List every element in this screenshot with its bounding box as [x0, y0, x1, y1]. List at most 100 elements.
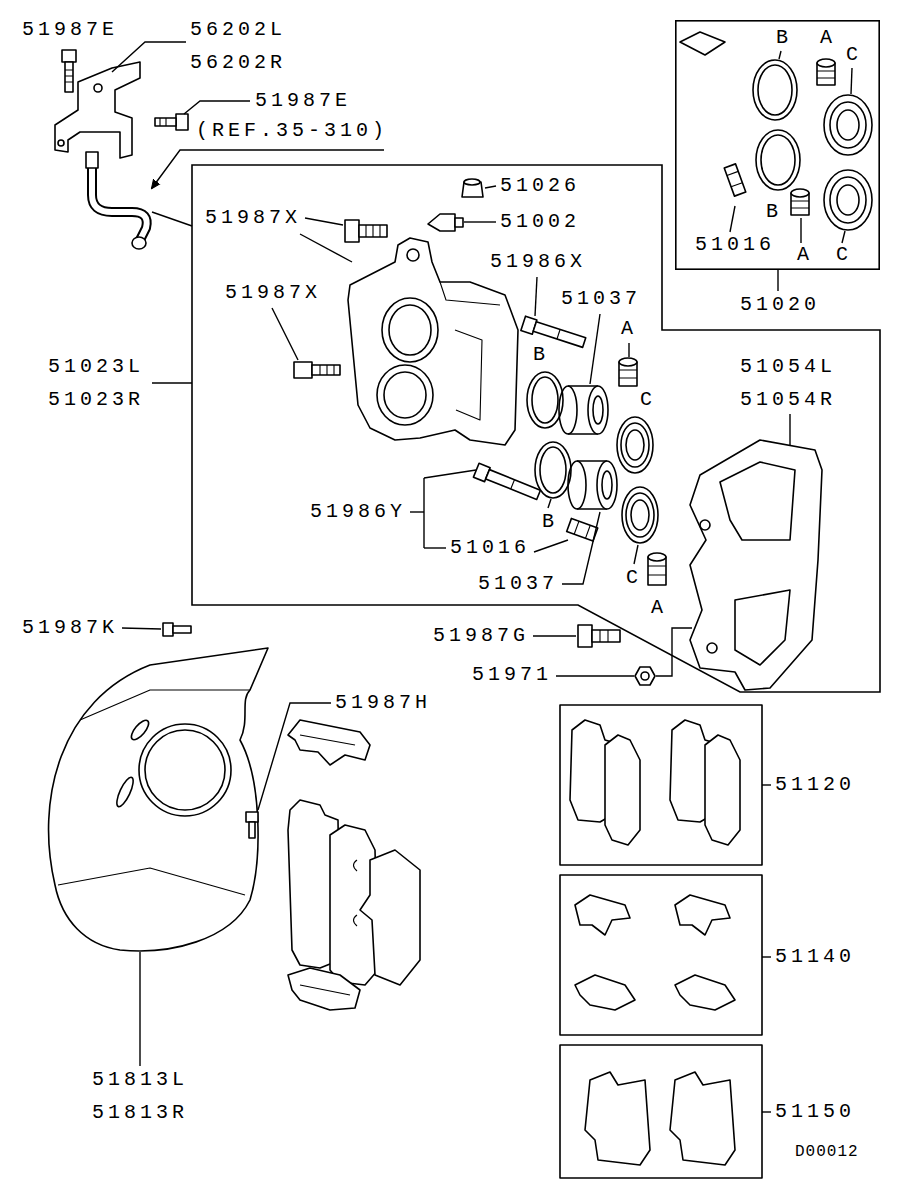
brake-hose: [86, 152, 98, 168]
piston-boot: [830, 102, 866, 148]
callout-number: 51986Y: [310, 500, 406, 524]
dust-shield: [114, 775, 137, 808]
pin-boot: [791, 201, 809, 208]
guide-pin: [486, 470, 541, 500]
dowel: [724, 164, 746, 196]
outline-border: [192, 165, 880, 692]
bolt: [359, 225, 387, 237]
guide-pin: [511, 480, 515, 489]
leader-line: [139, 952, 140, 1066]
dust-shield: [49, 648, 268, 951]
piston-seal: [753, 60, 800, 190]
callout-number: 51971: [472, 663, 552, 687]
dust-shield: [58, 690, 250, 895]
bolt: [155, 118, 176, 126]
piston-seal: [758, 65, 792, 115]
callout-number: 51987X: [225, 281, 321, 305]
pad-clip: [300, 985, 350, 995]
caliper-support: [735, 590, 790, 665]
piston-seal: [527, 372, 571, 498]
piston: [588, 386, 608, 434]
pad-set: [605, 735, 640, 845]
caliper-body: [440, 282, 500, 420]
clip-set: [675, 895, 730, 935]
dowel: [574, 521, 590, 538]
brake-hose: [92, 165, 147, 240]
piston-boot: [626, 493, 654, 537]
shim-set: [585, 1072, 650, 1165]
guide-pin: [473, 463, 541, 502]
callout-number: A: [797, 243, 813, 267]
dowel: [567, 518, 598, 541]
leader-line: [562, 512, 600, 584]
bolt: [366, 225, 380, 237]
bolt: [163, 623, 191, 636]
leader-line: [548, 499, 551, 508]
callout-number: 51987G: [433, 624, 529, 648]
pin-boot: [619, 358, 637, 366]
leader-line: [556, 675, 634, 676]
piston-seal: [761, 135, 795, 185]
piston-boot: [824, 95, 872, 155]
pin-boot: [817, 59, 835, 67]
callout-number: 56202L: [190, 18, 286, 42]
leader-line: [762, 1111, 771, 1112]
guide-pin: [557, 330, 560, 340]
leader-line: [851, 68, 852, 94]
bolt: [600, 630, 608, 642]
callout-number: 51813L: [92, 1068, 188, 1092]
bolt: [320, 365, 334, 375]
leader-line: [272, 308, 298, 360]
guide-pin: [521, 316, 587, 350]
pad-clip: [300, 735, 355, 745]
leader-line: [424, 547, 446, 548]
bolt: [578, 625, 620, 647]
leader-line: [800, 218, 801, 243]
kit-frame: [560, 875, 762, 1035]
bolt: [312, 365, 340, 375]
leader-line: [535, 277, 537, 316]
pin-boot: [619, 370, 637, 378]
kit-frame: [560, 1045, 762, 1178]
brake-hose: [132, 237, 146, 249]
dust-shield: [128, 718, 151, 743]
callout-number: 51120: [775, 773, 855, 797]
leader-line: [423, 478, 424, 548]
piston-boot: [622, 487, 658, 543]
bolt: [294, 362, 340, 378]
leader-line: [789, 414, 790, 446]
shim-set: [670, 1072, 735, 1165]
piston-boot: [837, 110, 859, 140]
callout-number: 51023R: [48, 388, 144, 412]
clip-set: [575, 895, 735, 1010]
leader-line: [152, 212, 192, 226]
callout-number: 56202R: [190, 51, 286, 75]
callout-number: 51987X: [205, 206, 301, 230]
pin-boot: [817, 71, 835, 78]
pad-clip: [288, 720, 370, 765]
callout-number: 51987E: [22, 18, 118, 42]
caliper-body: [389, 305, 431, 355]
callout-number: 51054R: [740, 388, 836, 412]
bolt: [249, 822, 255, 838]
leader-line: [184, 101, 250, 114]
leader-line: [112, 42, 852, 1112]
callout-number: A: [621, 317, 637, 341]
caliper-support: [700, 520, 710, 530]
leader-line: [779, 51, 781, 59]
nut: [635, 667, 655, 685]
callout-number: 51037: [561, 287, 641, 311]
bolt: [65, 70, 73, 82]
clip-set: [575, 895, 630, 935]
leader-line: [152, 382, 192, 383]
leader-line: [590, 314, 600, 384]
bleeder-cap: [462, 179, 483, 197]
piston-seal: [753, 60, 797, 120]
callout-number: 51140: [775, 945, 855, 969]
dowel: [567, 518, 598, 541]
piston-boot: [824, 95, 872, 230]
box-border: [676, 21, 879, 269]
caliper-support: [690, 440, 822, 690]
shim-set: [585, 1072, 735, 1165]
